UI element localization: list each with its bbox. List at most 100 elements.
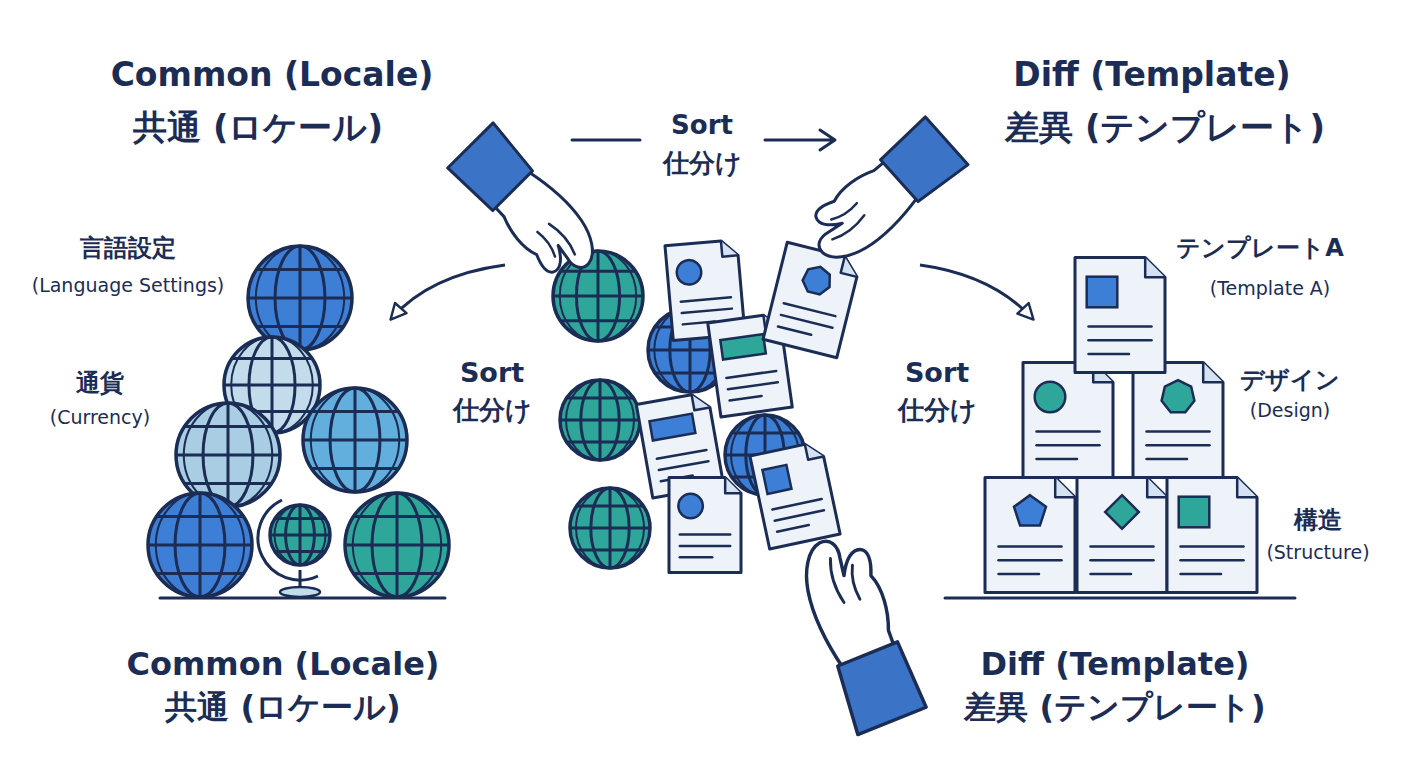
document-text-line [657, 450, 707, 459]
document-text-line [772, 499, 821, 509]
category-label: 言語設定 [80, 235, 176, 261]
sort-label: 仕分け [453, 396, 532, 425]
section-heading: 差異 (テンプレート) [1005, 109, 1325, 146]
document-icon [985, 478, 1075, 593]
document-symbol [676, 259, 703, 286]
document-symbol [800, 263, 833, 296]
globe-body [345, 493, 449, 597]
category-label: (Design) [1250, 400, 1330, 421]
globe-parallel [345, 544, 449, 547]
document-text-line [1091, 559, 1154, 562]
document-text-line [777, 525, 809, 532]
globe-parallel [354, 515, 441, 518]
document-text-line [680, 556, 712, 559]
globe-body [176, 403, 280, 507]
group-caption: 共通 (ロケール) [165, 690, 400, 725]
sort-label: 仕分け [663, 149, 742, 178]
document-symbol [649, 414, 695, 441]
section-heading: 共通 (ロケール) [133, 109, 383, 146]
document-sheet [1077, 478, 1167, 593]
globe-parallel [312, 467, 399, 470]
hand-finger-line [847, 565, 864, 599]
document-text-line [1091, 573, 1132, 576]
document-text-line [1037, 444, 1100, 447]
globe-parallel [157, 515, 244, 518]
globe-parallel [232, 357, 312, 360]
globe-icon [560, 380, 640, 460]
document-text-line [728, 382, 778, 389]
document-sheet [1167, 478, 1257, 593]
globe-body [560, 380, 640, 460]
document-text-line [784, 303, 836, 316]
globe-parallel [257, 268, 344, 271]
document-symbol [762, 465, 791, 494]
globe-icon [148, 493, 252, 597]
globe-parallel [275, 550, 325, 553]
document-text-line [1147, 444, 1210, 447]
document-fold [725, 478, 741, 494]
document-text-line [681, 297, 731, 301]
document-icon [1075, 258, 1165, 373]
document-text-line [730, 396, 762, 401]
group-caption: Common (Locale) [127, 647, 440, 682]
hand-finger-line [826, 559, 846, 604]
document-icon [669, 478, 741, 573]
section-heading: Common (Locale) [111, 57, 434, 93]
icon-group: 言語設定(Language Settings)通貨(Currency)Commo… [20, 220, 480, 730]
desk-globe [258, 500, 330, 597]
globe-parallel [560, 419, 640, 422]
document-symbol [1087, 277, 1118, 308]
category-label: 構造 [1294, 507, 1342, 533]
document-sheet [763, 242, 861, 357]
document-text-line [682, 309, 732, 313]
globe-parallel [312, 410, 399, 413]
group-caption: 差異 (テンプレート) [964, 690, 1265, 725]
document-fold [1145, 258, 1165, 278]
globe-parallel [303, 439, 407, 442]
hand-finger-line [831, 200, 857, 223]
document-symbol [1162, 380, 1195, 412]
document-text-line [778, 327, 811, 335]
globe-parallel [354, 572, 441, 575]
globe-parallel [185, 482, 272, 485]
section-heading: Diff (Template) [1013, 57, 1290, 93]
document-fold [1147, 478, 1167, 498]
illustration-layer [148, 116, 1295, 735]
sort-label: Sort [460, 358, 524, 388]
hand-illustration [446, 123, 607, 290]
document-text-line [659, 461, 709, 470]
document-symbol [1179, 497, 1210, 528]
category-label: (Language Settings) [32, 275, 225, 296]
document-fold [805, 441, 824, 460]
document-fold [841, 257, 861, 277]
document-text-line [999, 545, 1062, 548]
document-icon [750, 441, 840, 549]
document-icon [763, 242, 861, 357]
document-text-line [775, 510, 824, 520]
document-text-line [1147, 458, 1188, 461]
globe-parallel [176, 454, 280, 457]
globe-parallel [567, 441, 634, 444]
globe-icon [248, 246, 352, 350]
globe-parallel [553, 295, 643, 298]
document-symbol [1035, 382, 1066, 413]
globe-icon [553, 251, 643, 341]
globe-parallel [248, 297, 352, 300]
globe-body [553, 251, 643, 341]
globe-icon [176, 403, 280, 507]
globe-icon [570, 488, 650, 568]
document-text-line [999, 559, 1062, 562]
document-text-line [1089, 339, 1152, 342]
globe-body [270, 505, 330, 565]
document-icon [1023, 363, 1113, 478]
hand-finger-line [534, 231, 558, 256]
globe-parallel [567, 397, 634, 400]
document-text-line [999, 573, 1040, 576]
document-sheet [1023, 363, 1113, 478]
globe-body [570, 488, 650, 568]
globe-parallel [560, 270, 635, 273]
document-text-line [1091, 545, 1154, 548]
sort-label: Sort [671, 111, 733, 140]
document-icon [1077, 478, 1167, 593]
hand-cuff [878, 116, 968, 206]
